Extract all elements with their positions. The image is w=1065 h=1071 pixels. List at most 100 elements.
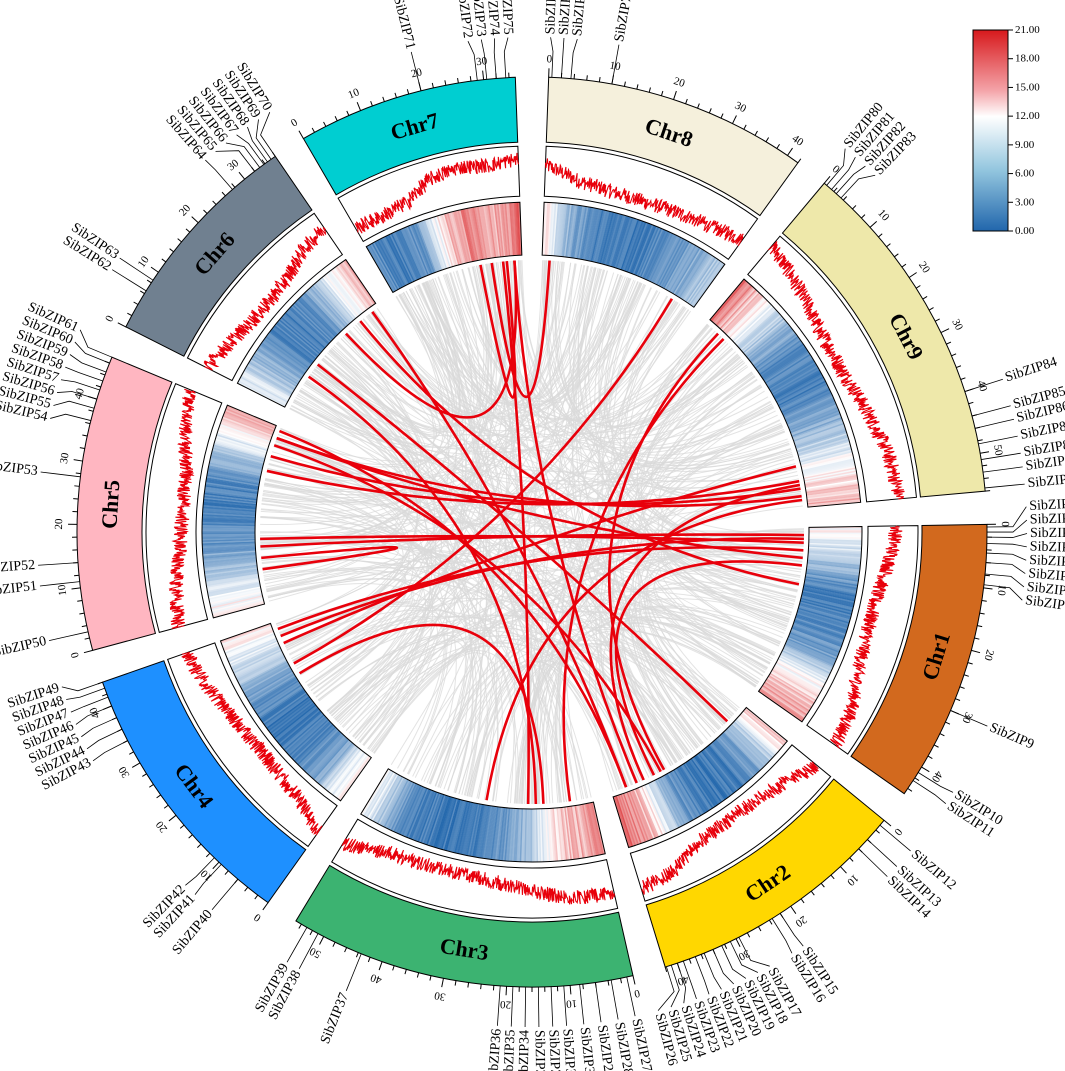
heat-cell-chr8: [574, 205, 585, 259]
background-link: [305, 380, 467, 788]
heat-cell-chr5: [204, 492, 257, 501]
heat-cell-chr5: [204, 490, 258, 500]
heat-cell-chr3: [502, 807, 509, 861]
background-link: [293, 347, 424, 456]
heat-cell-chr9: [795, 428, 846, 447]
heat-cell-chr7: [481, 205, 492, 259]
minor-tick: [582, 984, 584, 990]
legend-colorbar: [972, 29, 1009, 232]
background-link: [332, 339, 725, 439]
heat-cell-chr3: [445, 799, 461, 851]
gene-leader-line: [211, 878, 239, 910]
heat-cell-chr4: [269, 700, 313, 734]
heat-cell-chr5: [202, 507, 256, 514]
heat-cell-chr2: [634, 788, 657, 839]
heat-cell-chr9: [793, 424, 845, 444]
gene-leader-line: [978, 435, 1018, 445]
density-frame-chr9: [747, 235, 917, 503]
heat-cell-chr9: [790, 412, 841, 434]
heat-cell-chr8: [548, 202, 554, 256]
heat-cell-chr9: [806, 490, 860, 499]
heat-cell-chr1: [795, 615, 847, 633]
heat-cell-chr6: [284, 312, 326, 349]
heat-cell-chr6: [314, 282, 351, 324]
heat-cell-chr5: [220, 422, 271, 442]
heat-cell-chr8: [586, 208, 600, 261]
heat-cell-chr2: [721, 733, 760, 773]
heat-cell-chr4: [230, 644, 280, 669]
heat-cell-chr6: [298, 297, 338, 337]
ideogram-chr8: [545, 76, 799, 217]
heat-cell-chr9: [789, 409, 840, 431]
heat-cell-chr3: [479, 805, 490, 859]
tick-label-chr5: 20: [53, 518, 65, 530]
heat-cell-chr1: [794, 618, 846, 638]
heat-cell-chr9: [752, 332, 796, 366]
minor-tick: [79, 612, 85, 615]
heat-cell-chr2: [669, 771, 698, 819]
heat-cell-chr1: [798, 607, 850, 625]
heat-cell-chr4: [242, 664, 290, 692]
heat-cell-chr9: [805, 480, 859, 491]
minor-tick: [163, 804, 169, 809]
minor-tick: [833, 187, 838, 192]
minor-tick: [960, 377, 966, 380]
heat-cell-chr5: [209, 592, 263, 606]
heat-cell-chr9: [732, 304, 773, 342]
heat-cell-chr3: [365, 771, 394, 819]
heat-cell-chr7: [411, 223, 433, 274]
heat-cell-chr5: [205, 481, 259, 492]
heat-cell-chr8: [575, 206, 586, 259]
heat-cell-chr9: [721, 291, 760, 332]
heat-cell-chr4: [274, 705, 317, 740]
heat-cell-chr9: [781, 388, 831, 414]
heat-cell-chr5: [204, 486, 258, 496]
heat-cell-chr9: [779, 384, 829, 410]
heat-cell-chr5: [208, 584, 261, 597]
heat-cell-chr8: [553, 203, 560, 256]
minor-tick: [367, 957, 371, 963]
heat-cell-chr4: [250, 676, 297, 707]
heat-cell-chr5: [207, 581, 260, 593]
heat-cell-chr3: [363, 769, 392, 817]
heat-cell-chr3: [433, 796, 451, 848]
heat-cell-chr7: [375, 240, 403, 289]
heat-cell-chr9: [757, 341, 803, 374]
heat-cell-chr6: [271, 328, 314, 363]
heat-cell-chr6: [256, 348, 302, 380]
minor-tick: [915, 285, 921, 289]
background-link: [368, 260, 521, 750]
heat-cell-chr5: [202, 532, 256, 535]
heat-cell-chr6: [283, 313, 325, 350]
heat-cell-chr2: [736, 717, 778, 755]
heat-cell-chr1: [807, 558, 861, 566]
heat-cell-chr4: [225, 635, 276, 657]
gene-label: SibZIP71: [390, 0, 418, 51]
heat-cell-chr8: [670, 245, 699, 293]
heat-cell-chr4: [288, 719, 329, 757]
background-link: [390, 309, 689, 766]
heat-cell-chr7: [513, 202, 519, 256]
gene-label: SibZIP37: [318, 991, 352, 1046]
major-tick: [262, 902, 269, 911]
heat-cell-chr9: [784, 395, 834, 420]
heat-cell-chr2: [652, 780, 678, 830]
heat-cell-chr1: [761, 686, 807, 717]
heat-cell-chr7: [368, 244, 397, 292]
heat-cell-chr1: [805, 571, 859, 581]
heat-cell-chr8: [607, 214, 624, 266]
heat-cell-chr5: [208, 466, 261, 479]
gene-leader-line: [676, 963, 687, 1004]
tick-label-chr2: 30: [736, 947, 752, 963]
minor-tick: [963, 674, 969, 677]
gene-leader-line: [985, 562, 1026, 574]
gene-leader-line: [79, 329, 113, 358]
heat-cell-chr3: [453, 801, 469, 854]
background-link: [660, 499, 803, 643]
major-tick: [191, 216, 199, 224]
heat-cell-chr4: [222, 628, 273, 649]
heat-cell-chr2: [681, 764, 712, 810]
heat-cell-chr7: [499, 203, 507, 257]
heat-cell-chr3: [583, 803, 595, 857]
background-link: [329, 543, 804, 715]
